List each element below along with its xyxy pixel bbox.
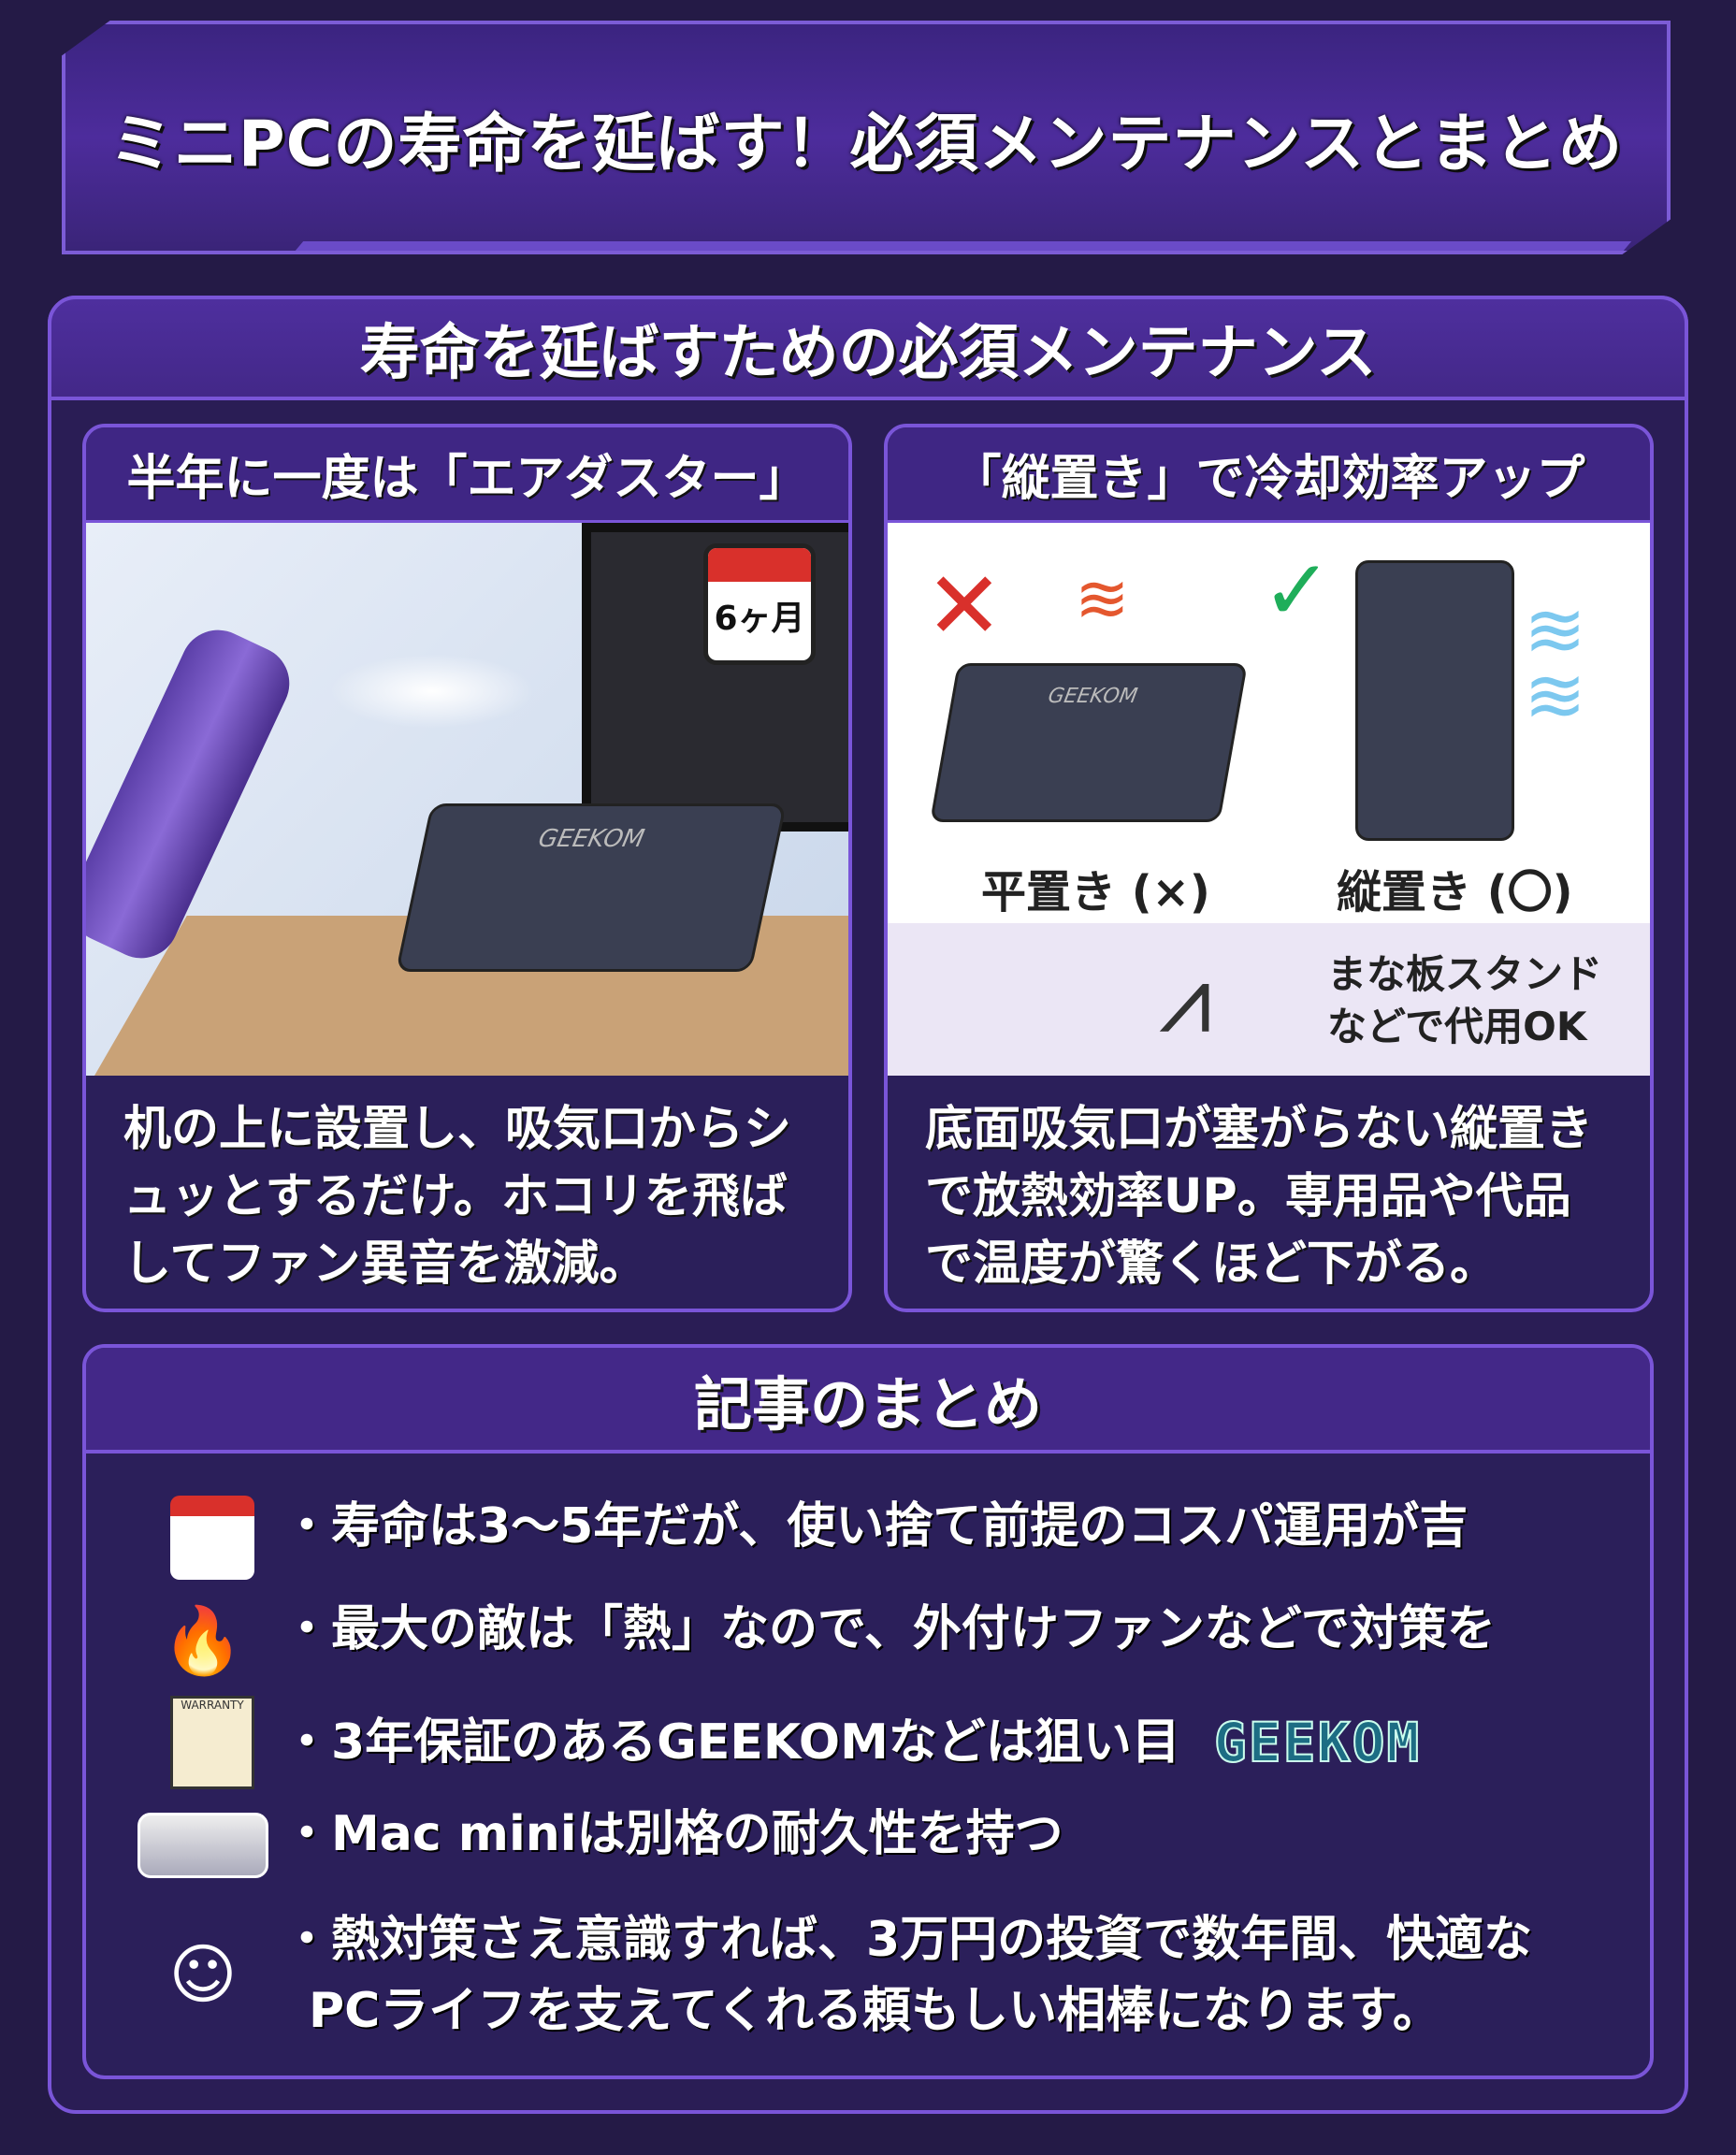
- maintenance-heading: 寿命を延ばすための必須メンテナンス: [48, 296, 1688, 400]
- card-title: 「縦置き」で冷却効率アップ: [888, 427, 1650, 523]
- mac-mini-icon: [123, 1799, 282, 1892]
- flat-mini-pc-icon: GEEKOM: [930, 663, 1248, 822]
- mini-pc-icon: GEEKOM: [395, 803, 788, 972]
- fire-fan-icon: 🔥: [162, 1601, 244, 1679]
- summary-item: 🔥 ・最大の敵は「熱」なので、外付けファンなどで対策を: [123, 1594, 1495, 1687]
- happy-user-icon: ☺: [168, 1936, 238, 2013]
- warranty-icon: WARRANTY: [142, 1696, 282, 1789]
- vertical-mini-pc-icon: [1355, 560, 1514, 841]
- page-title: ミニPCの寿命を延ばす！必須メンテナンスとまとめ: [108, 107, 1624, 181]
- air-duster-illustration: GEEKOM 6ヶ月: [86, 523, 848, 1076]
- summary-item: ・Mac miniは別格の耐久性を持つ: [123, 1799, 1063, 1892]
- air-duster-card: 半年に一度は「エアダスター」 GEEKOM 6ヶ月 机の上に設置し、吸気口からシ…: [82, 424, 852, 1312]
- title-banner: [62, 21, 1671, 254]
- geekom-logo: GEEKOM: [1213, 1710, 1422, 1775]
- summary-card: 記事のまとめ ・寿命は3〜5年だが、使い捨て前提のコスパ運用が吉 🔥 ・最大の敵…: [82, 1344, 1654, 2079]
- card-title: 半年に一度は「エアダスター」: [86, 427, 848, 523]
- cross-icon: ✕: [925, 551, 1004, 660]
- summary-item: ・寿命は3〜5年だが、使い捨て前提のコスパ運用が吉: [142, 1491, 1468, 1584]
- stand-note-area: [888, 923, 1650, 1076]
- summary-item: WARRANTY ・3年保証のあるGEEKOMなどは狙い目 GEEKOM: [142, 1696, 1421, 1789]
- spray-cloud: [329, 654, 535, 729]
- airflow-icon: ≋≋: [1524, 586, 1587, 739]
- check-icon: ✓: [1262, 542, 1333, 640]
- card-description: 机の上に設置し、吸気口からシュッとするだけ。ホコリを飛ばしてファン異音を激減。: [123, 1102, 792, 1292]
- summary-heading: 記事のまとめ: [86, 1348, 1650, 1454]
- heat-icon: ≋: [1075, 560, 1130, 637]
- card-description: 底面吸気口が塞がらない縦置きで放熱効率UP。専用品や代品で温度が驚くほど下がる。: [925, 1102, 1594, 1292]
- calendar-coin-icon: [142, 1491, 282, 1584]
- placement-illustration: ✕ ✓ ≋ GEEKOM ≋≋ 平置き (×) 縦置き (〇) ⩘ まな板スタン…: [888, 523, 1650, 1076]
- stand-icon: ⩘: [1159, 945, 1212, 1054]
- calendar-icon: 6ヶ月: [703, 543, 816, 665]
- vertical-placement-card: 「縦置き」で冷却効率アップ ✕ ✓ ≋ GEEKOM ≋≋ 平置き (×) 縦置…: [884, 424, 1654, 1312]
